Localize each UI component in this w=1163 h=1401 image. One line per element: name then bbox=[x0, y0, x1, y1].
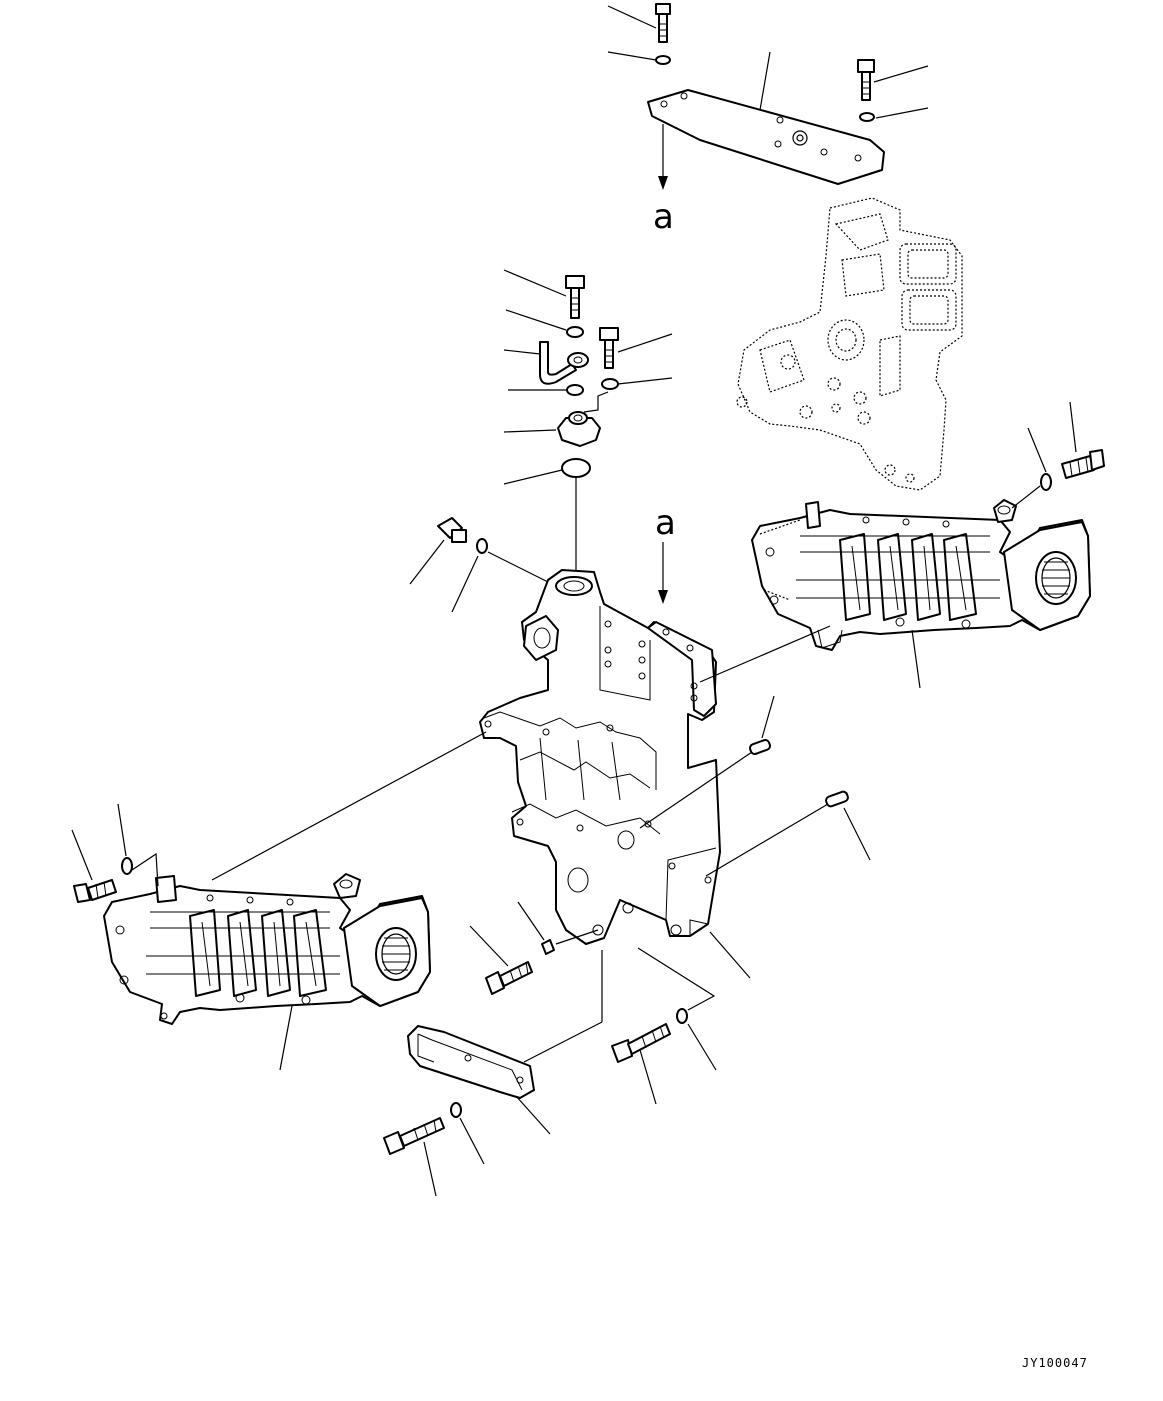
reference-label-a-middle: a bbox=[655, 503, 676, 543]
bolt-lower-right bbox=[611, 1023, 671, 1063]
washer-upper-middle bbox=[566, 384, 584, 396]
exhaust-manifold-left bbox=[103, 873, 431, 1025]
bolt-upper-left bbox=[565, 275, 585, 319]
washer-top-left bbox=[655, 55, 671, 65]
bolt-right-manifold bbox=[1061, 449, 1105, 479]
washer-lower-right bbox=[676, 1008, 688, 1024]
washer-left-manifold bbox=[121, 857, 133, 875]
dowel-pin-lower bbox=[825, 790, 849, 808]
bolt-left-manifold bbox=[73, 879, 117, 903]
bolt-top-left bbox=[655, 3, 671, 43]
washer-right-manifold bbox=[1040, 473, 1052, 491]
phantom-housing bbox=[736, 197, 963, 491]
dowel-pin-upper bbox=[749, 739, 771, 755]
gasket-oval bbox=[561, 458, 591, 478]
exhaust-manifold-right bbox=[751, 499, 1091, 651]
pipe-fitting bbox=[539, 341, 589, 385]
o-ring-left bbox=[476, 538, 488, 554]
bolt-top-right bbox=[857, 59, 875, 101]
plug-left bbox=[437, 517, 467, 543]
washer-upper-right bbox=[601, 378, 619, 390]
washer-upper-left bbox=[566, 326, 584, 338]
washer-lower-center bbox=[541, 939, 555, 955]
top-bracket-plate bbox=[647, 89, 885, 185]
lower-support-bracket bbox=[407, 1025, 535, 1099]
bolt-lower-center bbox=[485, 961, 533, 995]
washer-top-right bbox=[859, 112, 875, 122]
washer-lower-left bbox=[450, 1102, 462, 1118]
reference-label-a-top: a bbox=[653, 197, 674, 237]
drawing-code: JY100047 bbox=[1022, 1356, 1088, 1370]
bolt-upper-right bbox=[599, 327, 619, 369]
main-bracket bbox=[479, 569, 721, 945]
bolt-lower-left bbox=[383, 1117, 445, 1155]
cover-plate bbox=[557, 411, 601, 447]
